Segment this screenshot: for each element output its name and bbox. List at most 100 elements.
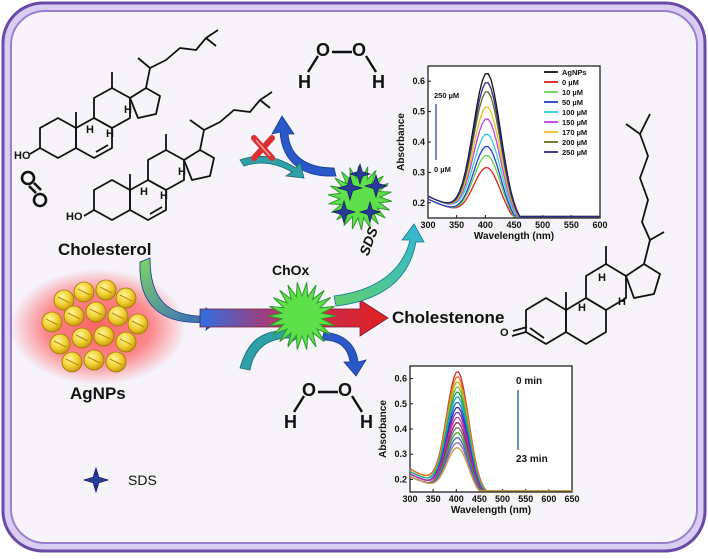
chart-absorbance-concentration-ytick-label-0: 0.2 [412,198,425,208]
atom-o-top-right: O [352,40,367,60]
chart-absorbance-time-xtick-label-6: 600 [541,494,556,504]
chart-absorbance-time-ytick-label-0: 0.2 [394,474,407,484]
chart1-annotation-top: 250 µM [434,91,459,100]
label-agnps: AgNPs [70,384,126,403]
chart-absorbance-time-xtick-label-7: 650 [564,494,579,504]
label-sds-legend: SDS [128,472,157,488]
chart-absorbance-concentration-legend-label-1: 0 µM [562,78,579,87]
chart1-annotation-bottom: 0 µM [434,165,451,174]
chox-enzyme [267,282,337,350]
chart-absorbance-concentration-ytick-label-1: 0.3 [412,167,425,177]
chart-absorbance-concentration-xtick-label-4: 500 [535,220,550,230]
chart-absorbance-concentration-legend-label-2: 10 µM [562,88,583,97]
agnps-cluster [10,269,186,385]
atom-o-bottom-left: O [302,380,317,400]
atom-h-top-right: H [372,72,385,92]
chart-absorbance-concentration-legend-label-4: 100 µM [562,108,587,117]
chart-absorbance-concentration-ytick-label-2: 0.4 [412,137,425,147]
cholesterol-molecule-front [83,91,273,221]
chart-absorbance-time-xlabel: Wavelength (nm) [451,505,531,516]
curved-arrow-upper-teal [239,155,305,179]
chart-absorbance-concentration-legend-label-7: 200 µM [562,138,587,147]
sds-arrow [333,223,425,307]
atom-h-back-3: H [86,124,94,136]
agnp-sphere-line-11 [97,332,111,340]
sds-legend-star-icon [82,466,110,494]
chart-absorbance-time-xtick-label-5: 550 [518,494,533,504]
chart-absorbance-concentration-legend-label-3: 50 µM [562,98,583,107]
atom-h-front-2: H [178,166,186,178]
agnp-sphere-line-8 [131,320,145,328]
atom-o-ketone: O [500,327,509,339]
agnp-sphere-line-5 [67,312,81,320]
sds-star-icon-2 [331,199,357,225]
agnp-sphere-line-14 [87,356,101,364]
chart-absorbance-time-xtick-label-3: 450 [472,494,487,504]
chart-absorbance-concentration-xtick-label-3: 450 [506,220,521,230]
atom-h-back-1: H [106,128,114,140]
sds-star-icon-0 [336,174,364,202]
chart-absorbance-concentration-xlabel: Wavelength (nm) [474,231,554,242]
atom-h-cn-2: H [618,296,626,308]
agnp-sphere-line-0 [57,296,71,304]
chart-absorbance-time-ylabel: Absorbance [378,400,389,458]
chart-absorbance-time-ytick-label-1: 0.3 [394,449,407,459]
curved-arrow-blocked [271,115,337,177]
chart-absorbance-concentration-legend-label-8: 250 µM [562,148,587,157]
chart-absorbance-time-ytick-label-3: 0.5 [394,399,407,409]
atom-h-bottom-left: H [284,412,297,432]
agnp-sphere-line-7 [111,312,125,320]
agnp-sphere-line-12 [119,338,133,346]
atom-h-front-3: H [140,186,148,198]
agnp-sphere-line-10 [75,334,89,342]
agnp-sphere-line-13 [65,358,79,366]
agnp-sphere-line-3 [119,294,133,302]
agnp-sphere-line-4 [45,318,59,326]
chart-absorbance-concentration-ytick-label-3: 0.5 [412,107,425,117]
chart-absorbance-concentration-legend-label-0: AgNPs [562,68,587,77]
chart-absorbance-concentration-xtick-label-2: 400 [478,220,493,230]
agnp-sphere-line-9 [53,340,67,348]
h2o2-bottom-bonds [292,390,364,413]
atom-h-back-2: H [124,104,132,116]
atom-h-cn-3: H [578,302,586,314]
chart-absorbance-concentration-legend-label-5: 150 µM [562,118,587,127]
chart-absorbance-time-xtick-label-2: 400 [449,494,464,504]
atom-o-top-left: O [316,40,331,60]
chart-absorbance-time-xtick-label-0: 300 [402,494,417,504]
atom-h-top-left: H [298,72,311,92]
chart-absorbance-concentration-series-8 [427,82,600,218]
label-chox: ChOx [272,262,310,278]
chart-absorbance-concentration-legend-label-6: 170 µM [562,128,587,137]
chart-absorbance-concentration-xtick-label-6: 600 [592,220,607,230]
atom-ho-front: HO [66,211,83,223]
sds-molecules [331,162,389,225]
h2o2-top-bonds [306,50,378,73]
label-cholestenone: Cholestenone [392,308,505,327]
chart-absorbance-concentration-xtick-label-1: 350 [449,220,464,230]
cholestenone-molecule [511,113,665,345]
agnp-sphere-line-2 [99,286,113,294]
atom-h-bottom-right: H [360,412,373,432]
oxygen-molecule [20,170,48,208]
agnp-sphere-line-15 [109,358,123,366]
chart-absorbance-concentration-plot-area [427,65,601,219]
sds-star-icon-4 [348,162,372,186]
atom-h-front-1: H [160,190,168,202]
curved-arrow-cholesterol [139,257,223,331]
atom-o-bottom-right: O [338,380,353,400]
chart2-annotation-bottom: 23 min [516,454,548,465]
chart-absorbance-concentration-xtick-label-5: 550 [564,220,579,230]
chart-absorbance-time-series-15 [409,447,572,492]
chart-absorbance-concentration-ylabel: Absorbance [396,113,407,171]
curved-arrow-to-h2o2 [321,331,367,377]
chart-absorbance-time-xtick-label-1: 350 [426,494,441,504]
chart-absorbance-time-xtick-label-4: 500 [495,494,510,504]
agnp-sphere-line-6 [89,308,103,316]
cholesterol-molecule-back [29,29,219,159]
chart-absorbance-concentration-ytick-label-4: 0.6 [412,76,425,86]
